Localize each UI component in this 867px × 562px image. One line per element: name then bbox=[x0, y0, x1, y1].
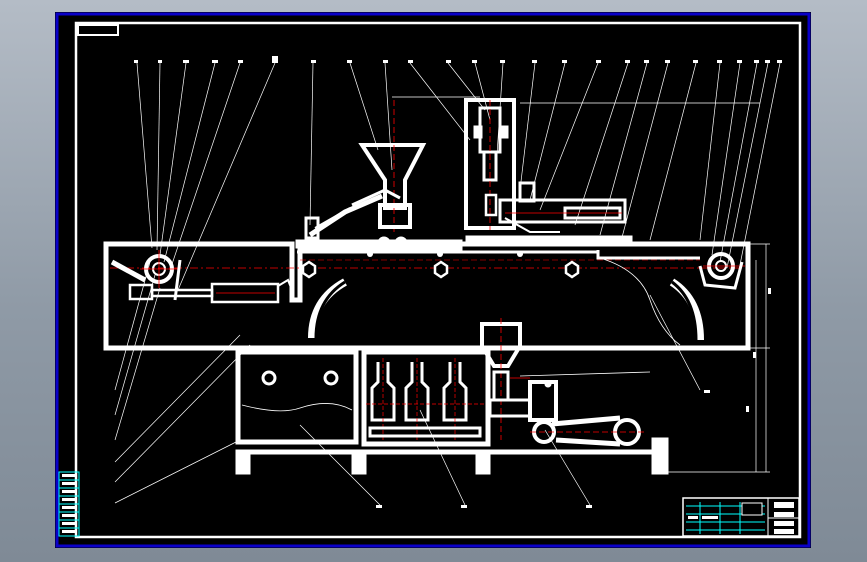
left-drive-pulley bbox=[110, 250, 182, 301]
right-tail-pulley bbox=[599, 252, 745, 346]
vertical-press-unit bbox=[464, 98, 516, 230]
outer-frame bbox=[55, 12, 811, 548]
corner-tag bbox=[77, 24, 119, 36]
callout-number-marks bbox=[134, 56, 782, 508]
lower-funnel-crank bbox=[480, 318, 651, 447]
left-pusher-cylinder bbox=[128, 278, 293, 304]
horizontal-actuator bbox=[498, 181, 627, 233]
feed-hopper bbox=[358, 100, 427, 250]
lower-frame-left bbox=[235, 349, 669, 475]
lower-motor-bank bbox=[361, 349, 491, 447]
dimension-lines bbox=[666, 243, 770, 473]
sprocket-set bbox=[301, 260, 580, 279]
inner-border bbox=[74, 21, 802, 539]
title-block bbox=[682, 497, 800, 537]
callout-leaders bbox=[114, 62, 781, 506]
left-margin-table bbox=[58, 471, 80, 537]
hopper-arm-linkage bbox=[304, 188, 401, 240]
